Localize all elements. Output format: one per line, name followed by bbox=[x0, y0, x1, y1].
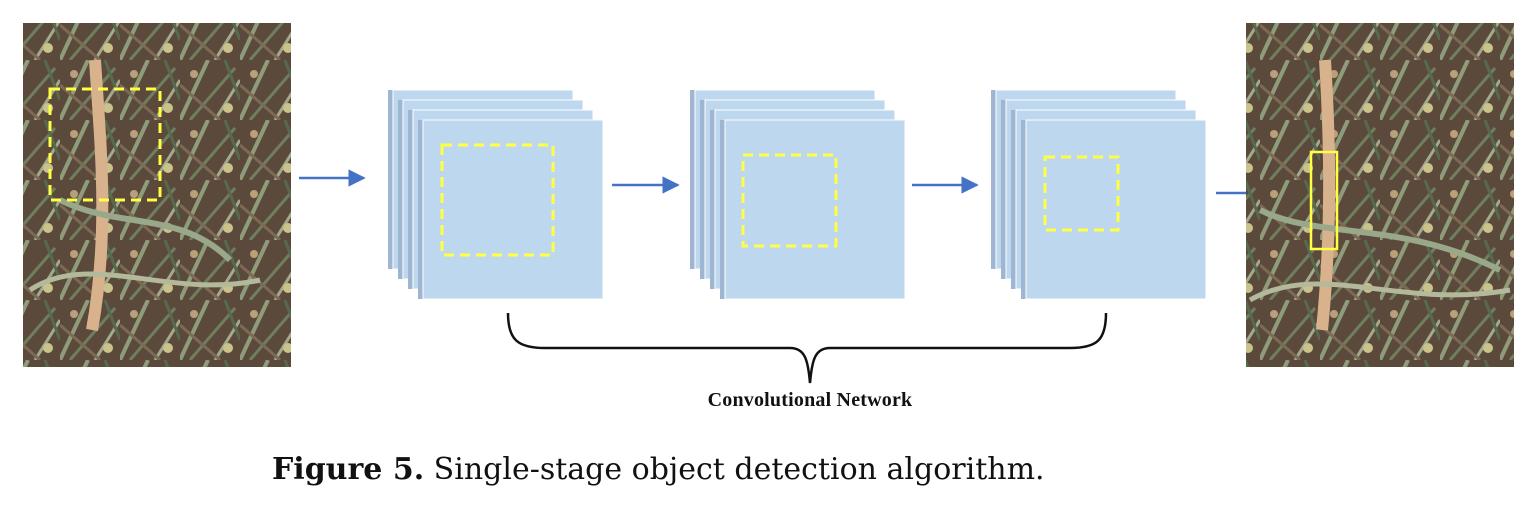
feature-map-edge bbox=[1021, 120, 1026, 299]
feature-map-edge bbox=[388, 90, 393, 269]
caption-label: Figure 5. bbox=[272, 452, 425, 487]
receptive-field-box bbox=[741, 153, 838, 248]
input-region-box bbox=[48, 87, 162, 202]
feature-map-edge bbox=[398, 100, 403, 279]
input-image bbox=[23, 23, 291, 367]
figure-caption: Figure 5. Single-stage object detection … bbox=[272, 452, 1045, 487]
receptive-field-box bbox=[440, 143, 555, 257]
feature-map-edge bbox=[1011, 110, 1016, 289]
feature-map-edge bbox=[710, 110, 715, 289]
detection-diagram bbox=[23, 23, 1514, 384]
network-brace bbox=[506, 312, 1108, 384]
feature-map-edge bbox=[720, 120, 725, 299]
feature-map-layer bbox=[1025, 119, 1207, 300]
detection-box bbox=[1309, 150, 1339, 251]
feature-map-edge bbox=[1001, 100, 1006, 279]
caption-text: Single-stage object detection algorithm. bbox=[424, 452, 1045, 487]
feature-map-layer bbox=[422, 119, 604, 300]
feature-map-edge bbox=[408, 110, 413, 289]
feature-stack-1 bbox=[388, 89, 604, 300]
output-image bbox=[1246, 23, 1514, 367]
feature-map-edge bbox=[700, 100, 705, 279]
feature-map-edge bbox=[418, 120, 423, 299]
feature-stack-2 bbox=[690, 89, 906, 300]
feature-stack-3 bbox=[991, 89, 1207, 300]
network-label: Convolutional Network bbox=[707, 389, 913, 411]
feature-map-edge bbox=[690, 90, 695, 269]
receptive-field-box bbox=[1043, 155, 1120, 232]
feature-map-edge bbox=[991, 90, 996, 269]
feature-map-layer bbox=[724, 119, 906, 300]
